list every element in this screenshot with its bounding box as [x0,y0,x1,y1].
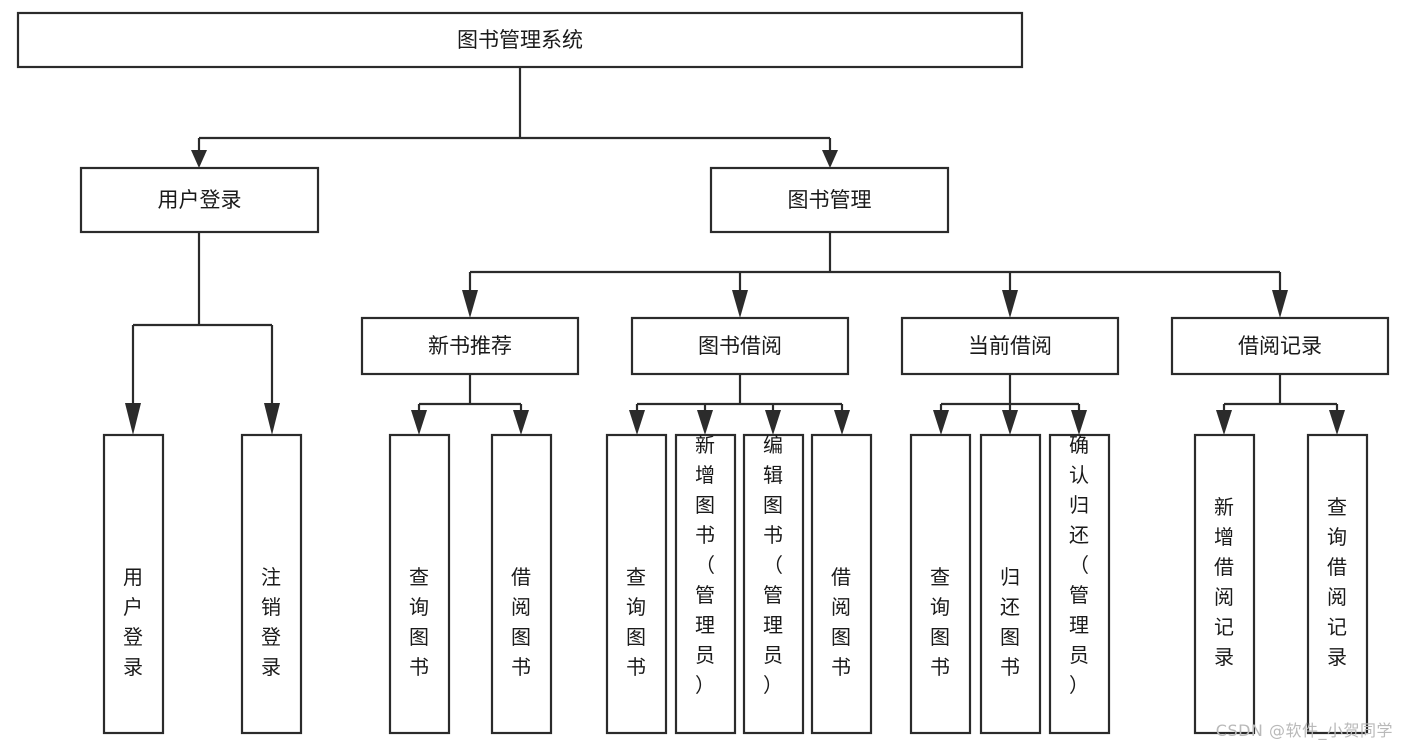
node-leaf-query-book-1[interactable]: 查询图书 [388,433,451,735]
node-leaf-user-login-box[interactable] [102,433,165,735]
arrow-leaf-query-record [1329,410,1345,435]
node-leaf-return-book[interactable]: 归还图书 [979,433,1042,735]
node-leaf-borrow-book-2-box[interactable] [810,433,873,735]
arrow-book-borrow [732,290,748,318]
node-user-login-box[interactable] [79,166,320,234]
node-leaf-add-record[interactable]: 新增借阅记录 [1193,433,1256,735]
node-current-borrow-label: 当前借阅 [968,334,1052,358]
node-user-login-label: 用户登录 [158,188,242,212]
node-leaf-confirm-return-label: 确认归还（管理员） [1069,433,1089,697]
node-leaf-logout[interactable]: 注销登录 [240,433,303,735]
node-leaf-borrow-book-2[interactable]: 借阅图书 [810,433,873,735]
node-leaf-add-record-label: 新增借阅记录 [1214,495,1234,669]
node-leaf-add-book-label: 新增图书（管理员） [695,433,715,697]
node-book-borrow-box[interactable] [630,316,850,376]
arrow-user-login [191,150,207,168]
node-leaf-user-login-label: 用户登录 [123,565,143,679]
arrow-leaf-add-record [1216,410,1232,435]
node-leaf-edit-book-box[interactable] [742,433,805,735]
arrow-leaf-add-book [697,410,713,435]
arrow-book-management [822,150,838,168]
node-leaf-query-record-box[interactable] [1306,433,1369,735]
arrow-leaf-edit-book [765,410,781,435]
arrow-borrow-record [1272,290,1288,318]
node-leaf-query-book-1-box[interactable] [388,433,451,735]
node-new-book-recommend-box[interactable] [360,316,580,376]
node-leaf-return-book-box[interactable] [979,433,1042,735]
node-book-management[interactable]: 图书管理 [709,166,950,234]
node-leaf-return-book-label: 归还图书 [1000,565,1020,679]
node-current-borrow-box[interactable] [900,316,1120,376]
arrow-current-borrow [1002,290,1018,318]
arrow-leaf-logout [264,403,280,435]
node-leaf-confirm-return[interactable]: 确认归还（管理员） [1048,433,1111,735]
node-leaf-borrow-book-1-box[interactable] [490,433,553,735]
node-new-book-recommend-label: 新书推荐 [428,334,512,358]
node-root-label: 图书管理系统 [457,28,583,52]
node-leaf-query-record-label: 查询借阅记录 [1327,495,1347,669]
arrow-leaf-user-login [125,403,141,435]
node-new-book-recommend[interactable]: 新书推荐 [360,316,580,376]
node-book-management-box[interactable] [709,166,950,234]
node-leaf-query-record[interactable]: 查询借阅记录 [1306,433,1369,735]
node-book-management-label: 图书管理 [788,188,872,212]
node-leaf-add-record-box[interactable] [1193,433,1256,735]
node-leaf-borrow-book-1-label: 借阅图书 [511,565,531,679]
node-leaf-borrow-book-2-label: 借阅图书 [831,565,851,679]
arrow-leaf-query-book-2 [629,410,645,435]
node-book-borrow-label: 图书借阅 [698,334,782,358]
node-leaf-query-book-3[interactable]: 查询图书 [909,433,972,735]
node-borrow-record-label: 借阅记录 [1238,334,1322,358]
node-leaf-query-book-3-label: 查询图书 [930,565,950,679]
arrow-leaf-query-book-1 [411,410,427,435]
node-leaf-logout-label: 注销登录 [261,565,281,679]
connectors-group [125,67,1345,435]
node-leaf-edit-book[interactable]: 编辑图书（管理员） [742,433,805,735]
node-leaf-confirm-return-box[interactable] [1048,433,1111,735]
arrow-leaf-confirm-return [1071,410,1087,435]
node-root[interactable]: 图书管理系统 [16,11,1024,69]
node-leaf-edit-book-label: 编辑图书（管理员） [763,433,783,697]
node-leaf-query-book-2[interactable]: 查询图书 [605,433,668,735]
node-current-borrow[interactable]: 当前借阅 [900,316,1120,376]
node-leaf-query-book-1-label: 查询图书 [409,565,429,679]
arrow-leaf-borrow-book-1 [513,410,529,435]
node-leaf-query-book-2-label: 查询图书 [626,565,646,679]
node-leaf-query-book-2-box[interactable] [605,433,668,735]
node-leaf-query-book-3-box[interactable] [909,433,972,735]
node-borrow-record[interactable]: 借阅记录 [1170,316,1390,376]
node-leaf-logout-box[interactable] [240,433,303,735]
node-root-box[interactable] [16,11,1024,69]
node-borrow-record-box[interactable] [1170,316,1390,376]
node-leaf-add-book[interactable]: 新增图书（管理员） [674,433,737,735]
arrow-new-book-recommend [462,290,478,318]
node-user-login[interactable]: 用户登录 [79,166,320,234]
node-book-borrow[interactable]: 图书借阅 [630,316,850,376]
node-leaf-add-book-box[interactable] [674,433,737,735]
arrow-leaf-query-book-3 [933,410,949,435]
node-leaf-borrow-book-1[interactable]: 借阅图书 [490,433,553,735]
node-leaf-user-login[interactable]: 用户登录 [102,433,165,735]
arrow-leaf-return-book [1002,410,1018,435]
arrow-leaf-borrow-book-2 [834,410,850,435]
